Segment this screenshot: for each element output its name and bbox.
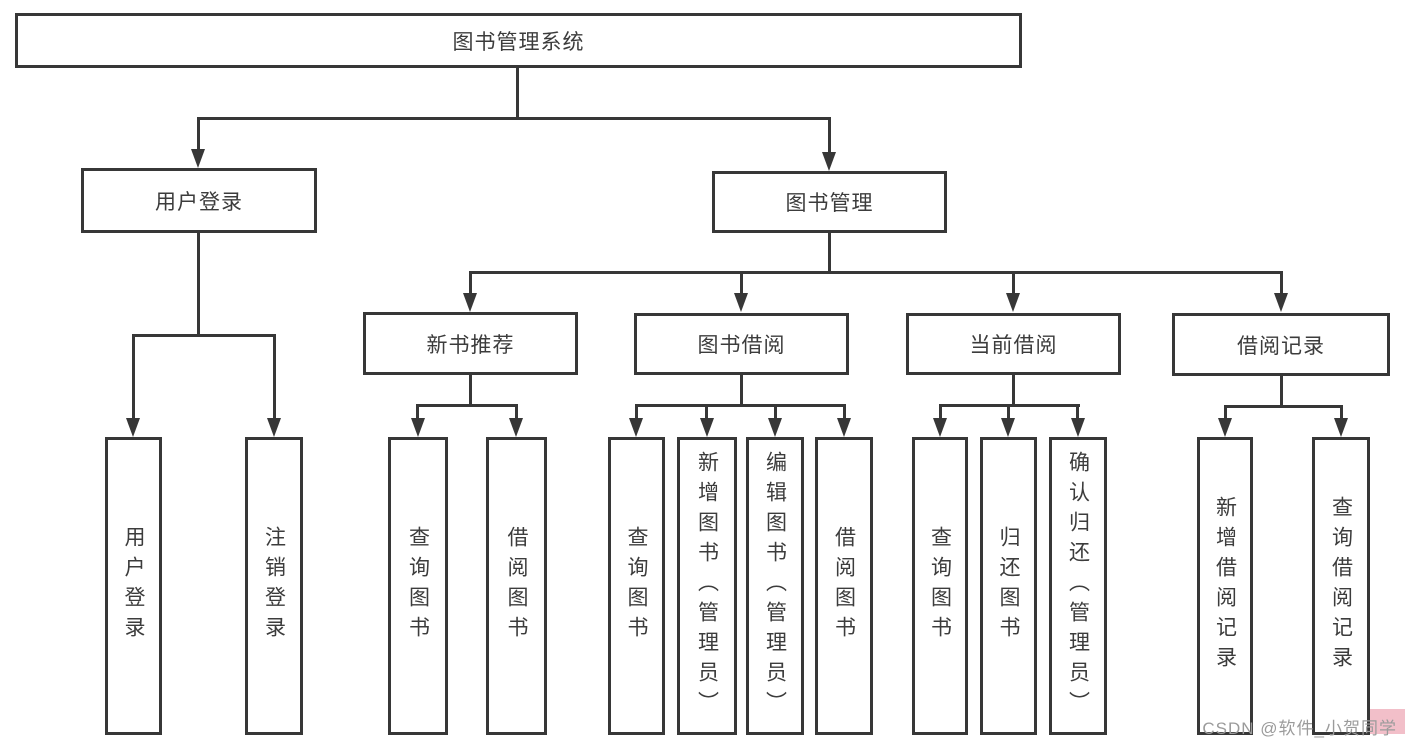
connector-line (1280, 271, 1283, 297)
arrow-down-icon (1334, 418, 1348, 437)
connector-line (469, 375, 472, 407)
connector-line (132, 334, 276, 337)
node-book-borrowing: 图书借阅 (634, 313, 849, 375)
connector-line (1280, 376, 1283, 408)
connector-line (197, 117, 200, 152)
connector-line (197, 117, 831, 120)
connector-line (828, 233, 831, 274)
arrow-down-icon (734, 293, 748, 312)
leaf-query-books-recommend: 查询图书 (388, 437, 448, 735)
connector-line (1012, 375, 1015, 407)
arrow-down-icon (126, 418, 140, 437)
watermark: CSDN @软件_小贺同学 (1202, 719, 1397, 738)
connector-line (1012, 271, 1015, 297)
connector-line (1340, 405, 1343, 421)
connector-line (516, 68, 519, 119)
node-current-borrowing: 当前借阅 (906, 313, 1121, 375)
arrow-down-icon (837, 418, 851, 437)
connector-line (273, 334, 276, 420)
connector-line (635, 404, 846, 407)
arrow-down-icon (509, 418, 523, 437)
connector-line (635, 404, 638, 421)
leaf-logout: 注销登录 (245, 437, 303, 735)
arrow-down-icon (411, 418, 425, 437)
connector-line (1076, 404, 1079, 421)
connector-line (1007, 404, 1010, 421)
arrow-down-icon (629, 418, 643, 437)
connector-line (705, 404, 708, 421)
arrow-down-icon (191, 149, 205, 168)
node-book-management: 图书管理 (712, 171, 947, 233)
connector-line (1224, 405, 1227, 421)
node-new-book-recommendation: 新书推荐 (363, 312, 578, 375)
connector-line (469, 271, 472, 297)
arrow-down-icon (1001, 418, 1015, 437)
connector-line (515, 404, 518, 421)
leaf-add-books-admin: 新增图书（管理员） (677, 437, 737, 735)
connector-line (843, 404, 846, 421)
node-borrowing-records: 借阅记录 (1172, 313, 1390, 376)
node-user-login: 用户登录 (81, 168, 317, 233)
arrow-down-icon (1274, 293, 1288, 312)
leaf-query-books-current: 查询图书 (912, 437, 968, 735)
watermark-highlight (1370, 709, 1405, 734)
arrow-down-icon (700, 418, 714, 437)
connector-line (740, 271, 743, 297)
arrow-down-icon (1218, 418, 1232, 437)
connector-line (740, 375, 743, 407)
connector-line (828, 117, 831, 153)
connector-line (1224, 405, 1343, 408)
leaf-confirm-return-admin: 确认归还（管理员） (1049, 437, 1107, 735)
connector-line (469, 271, 1283, 274)
arrow-down-icon (463, 293, 477, 312)
leaf-query-borrow-record: 查询借阅记录 (1312, 437, 1370, 735)
arrow-down-icon (768, 418, 782, 437)
leaf-borrow-books: 借阅图书 (815, 437, 873, 735)
arrow-down-icon (1006, 293, 1020, 312)
leaf-user-login: 用户登录 (105, 437, 162, 735)
connector-line (939, 404, 942, 421)
arrow-down-icon (1071, 418, 1085, 437)
node-book-management-system: 图书管理系统 (15, 13, 1022, 68)
arrow-down-icon (267, 418, 281, 437)
connector-line (774, 404, 777, 421)
connector-line (416, 404, 419, 421)
leaf-borrow-books-recommend: 借阅图书 (486, 437, 547, 735)
connector-line (132, 334, 135, 420)
leaf-edit-books-admin: 编辑图书（管理员） (746, 437, 804, 735)
arrow-down-icon (822, 152, 836, 171)
leaf-return-books: 归还图书 (980, 437, 1037, 735)
connector-line (197, 233, 200, 336)
arrow-down-icon (933, 418, 947, 437)
connector-line (416, 404, 518, 407)
leaf-add-borrow-record: 新增借阅记录 (1197, 437, 1253, 735)
leaf-query-books-borrowing: 查询图书 (608, 437, 665, 735)
